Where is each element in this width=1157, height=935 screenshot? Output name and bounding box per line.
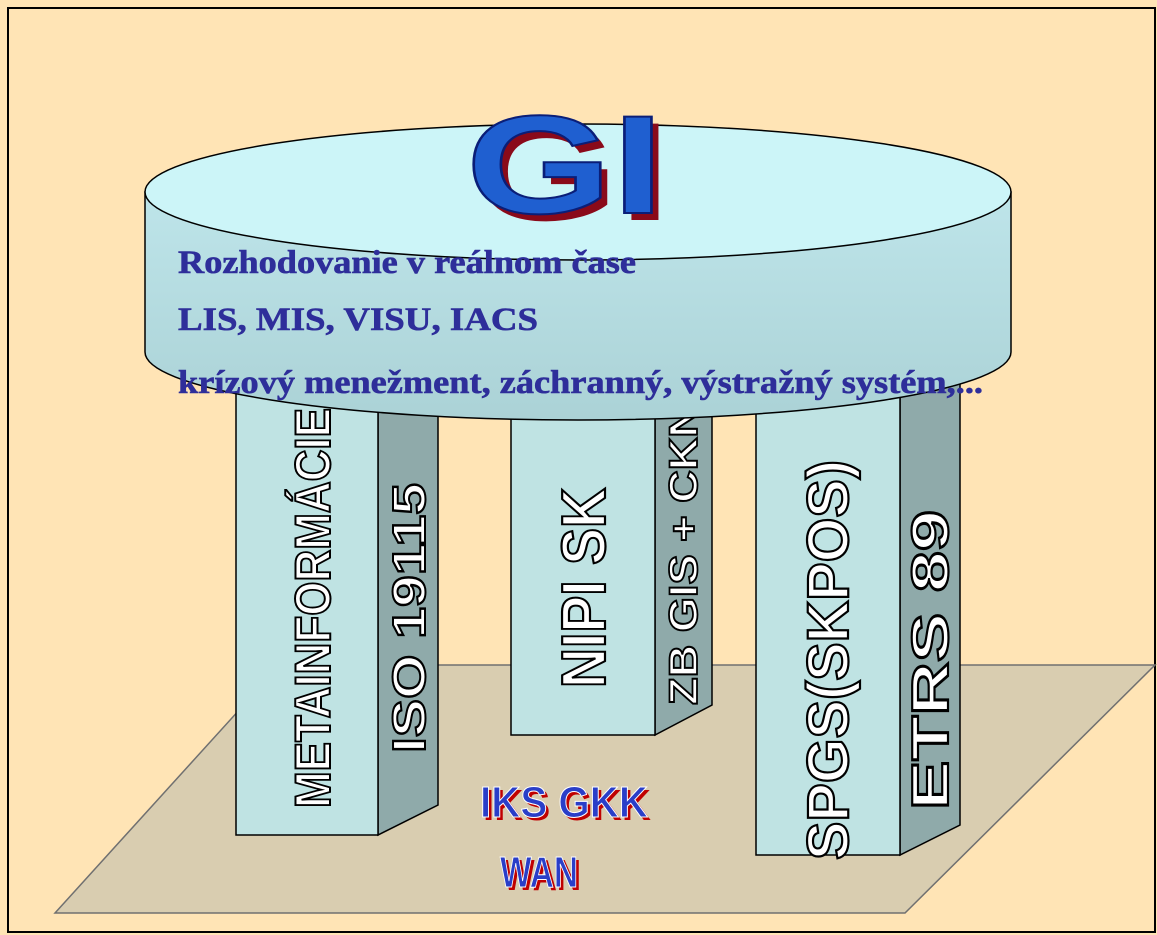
pillar-nipi-sk: NIPI SK ZB GIS + CKN [510,379,713,737]
network-label-iks-gkk: IKS GKK [480,778,648,827]
table-line-crisis: krízový menežment, záchranný, výstražný … [178,365,983,401]
table-surface [144,123,1012,261]
table-line-decision: Rozhodovanie v reálnom čase [178,245,636,281]
network-label-wan: WAN [500,848,578,897]
pillar-front-label: SPGS(SKPOS) [796,460,861,860]
pillar-side-label: ETRS 89 [902,510,960,810]
pillar-side-label: ISO 19115 [383,483,435,753]
gi-title-shadow: GI [473,93,671,250]
pillar-spgs: SPGS(SKPOS) ETRS 89 [755,379,961,861]
gi-title: GI [466,86,664,243]
pillar-front-face [755,379,901,856]
table-top [144,123,1012,421]
pillar-metainformacie: METAINFORMÁCIE ISO 19115 [235,379,439,837]
network-label-shadow: IKS GKK [483,781,651,830]
pillar-front-label: NIPI SK [550,488,619,688]
table-line-systems: LIS, MIS, VISU, IACS [178,302,538,338]
pillar-front-face [235,379,379,836]
pillar-front-face [510,379,656,736]
frame-border [7,7,1156,933]
pillar-side-label: ZB GIS + CKN [662,405,706,705]
pillar-front-label: METAINFORMÁCIE [285,408,341,808]
network-label-shadow: WAN [503,851,581,900]
